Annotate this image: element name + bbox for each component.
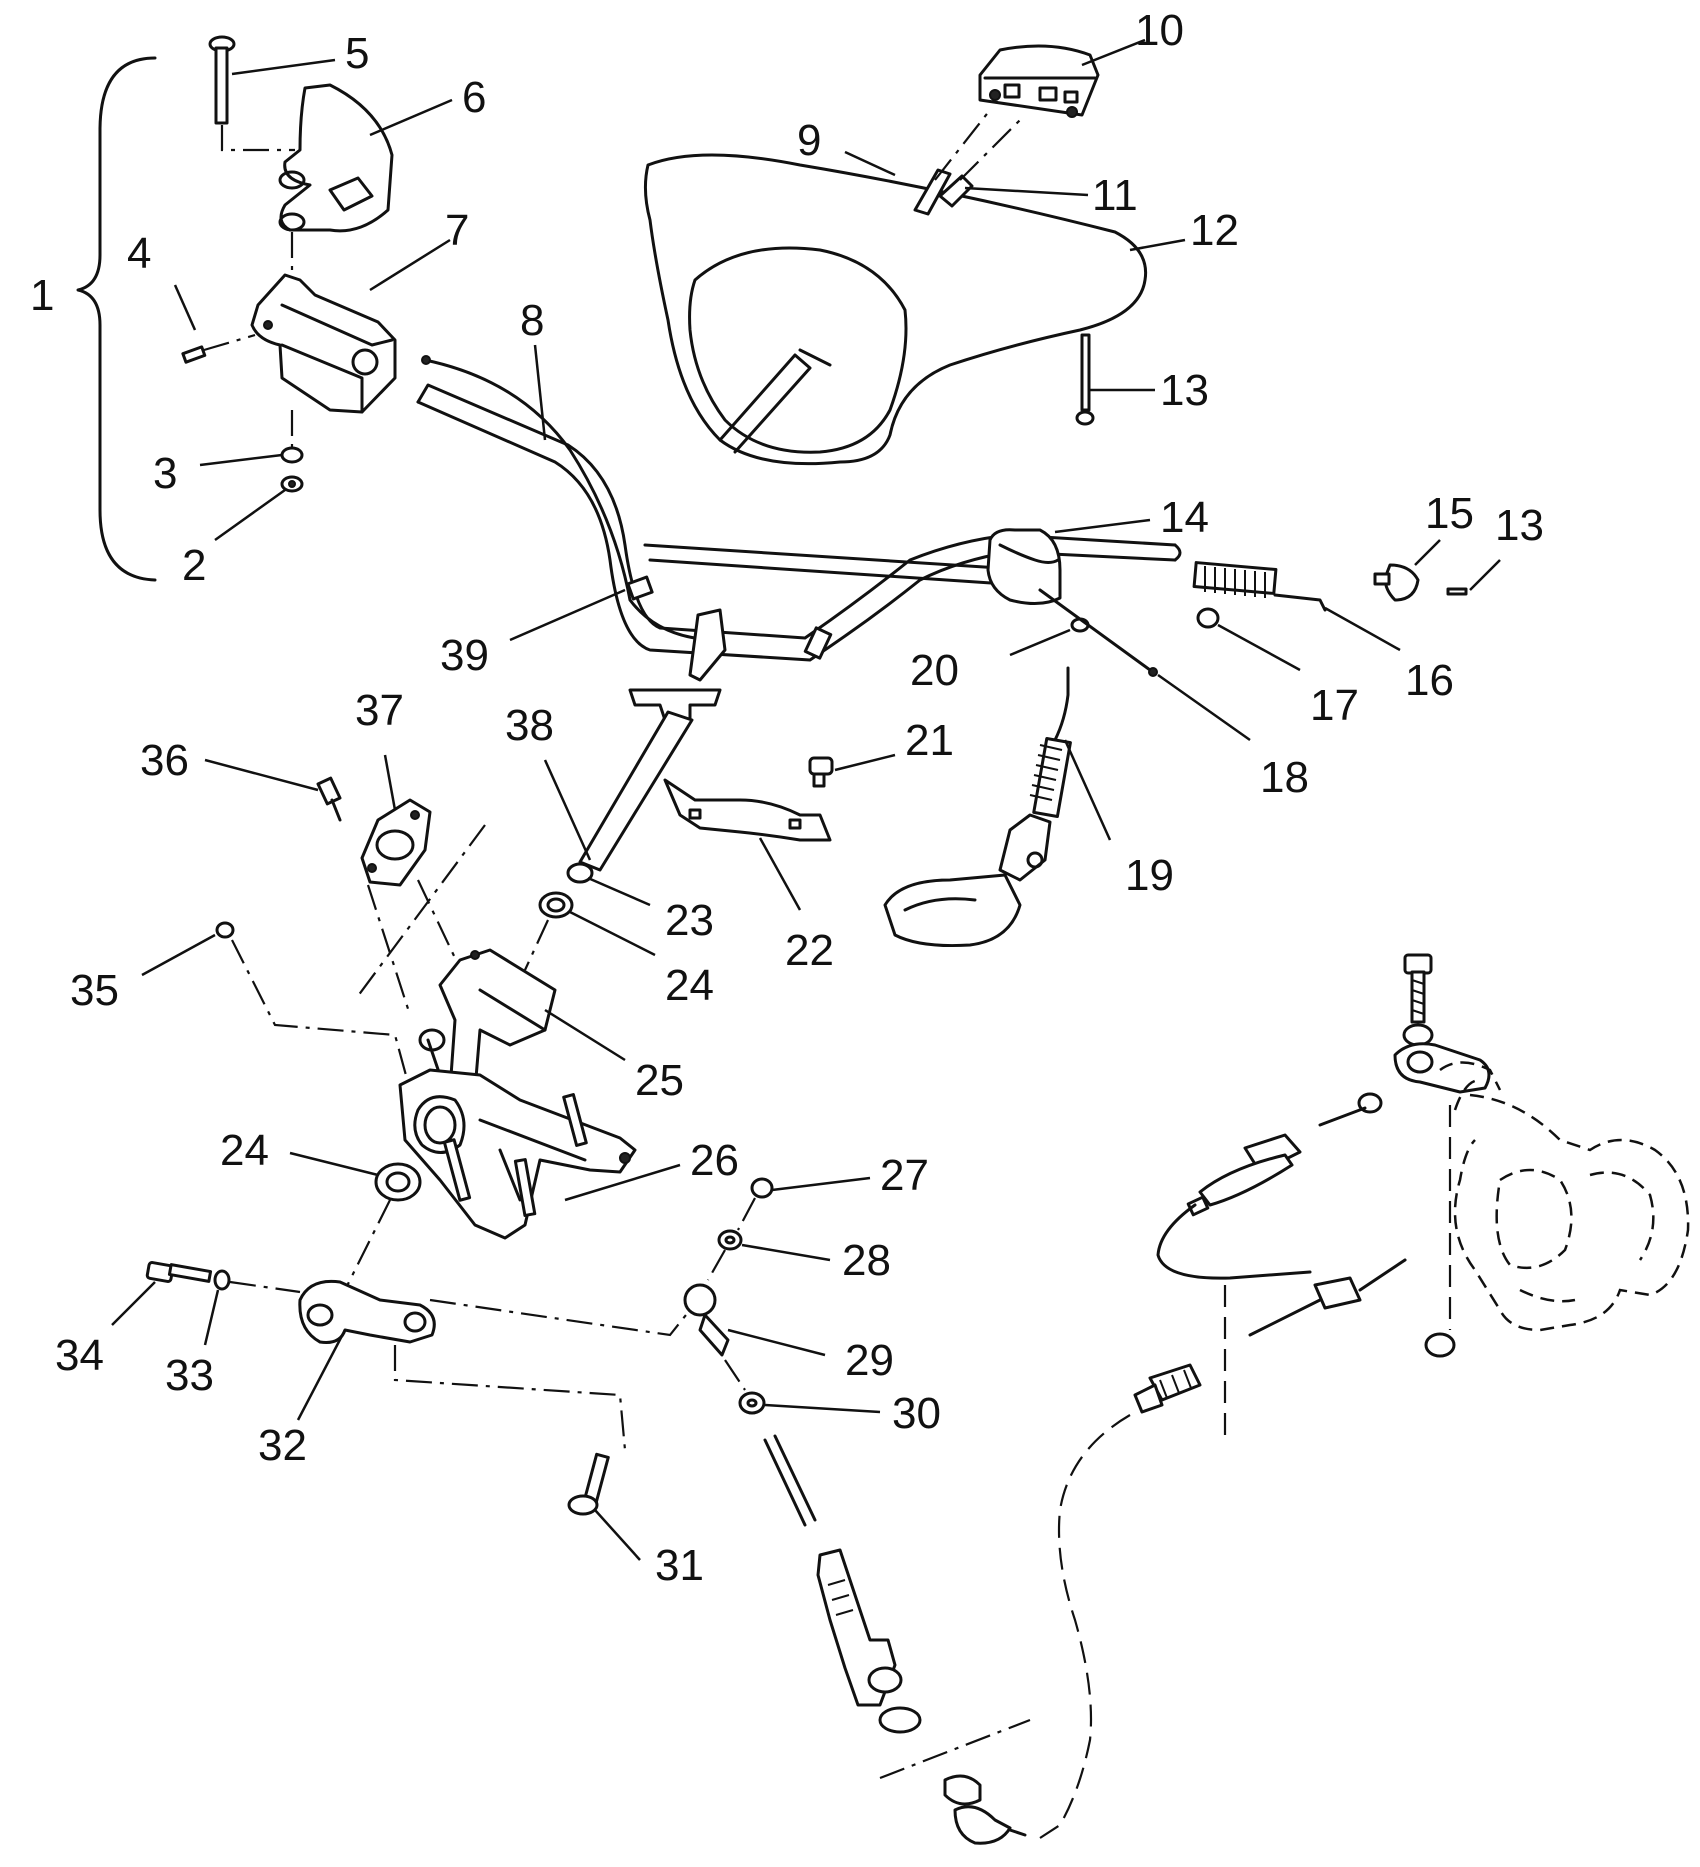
part-17-cap (1196, 607, 1220, 629)
part-21-screw (808, 756, 834, 788)
cable-clip-right (803, 626, 833, 660)
part-12-pad (643, 153, 1148, 466)
part-3-nut (280, 446, 304, 464)
part-13-pin-right (1446, 587, 1468, 596)
callout-13b: 13 (1495, 501, 1544, 550)
tie-rod-lower (763, 1434, 1027, 1845)
callout-21: 21 (905, 716, 954, 765)
callout-18: 18 (1260, 753, 1309, 802)
leader-lines (111, 38, 1501, 1561)
callout-2: 2 (182, 541, 206, 590)
part-6-bracket (278, 83, 394, 233)
part-9-strap (913, 168, 952, 216)
callout-26: 26 (690, 1136, 739, 1185)
callout-17: 17 (1310, 681, 1359, 730)
part-27-nut (750, 1177, 774, 1199)
callout-labels: 1 2 3 4 5 6 7 8 9 10 11 12 13 14 15 13 1… (30, 6, 1544, 1590)
callout-32: 32 (258, 1421, 307, 1470)
part-38-steering-post (578, 608, 727, 872)
part-15-knob (1373, 563, 1420, 602)
callout-14: 14 (1160, 493, 1209, 542)
part-34-bolt (145, 1261, 213, 1283)
part-31-bolt (567, 1452, 610, 1516)
part-29-tie-rod-end (683, 1283, 730, 1357)
callout-25: 25 (635, 1056, 684, 1105)
part-35-nut (215, 921, 235, 939)
part-5-bolt (208, 35, 236, 125)
part-25-block (418, 948, 557, 1092)
part-23-bushing (566, 862, 594, 884)
part-7-housing (250, 273, 397, 414)
callout-34: 34 (55, 1331, 104, 1380)
callout-28: 28 (842, 1236, 891, 1285)
callout-24: 24 (665, 961, 714, 1010)
callout-3: 3 (153, 449, 177, 498)
part-14-switch-housing (986, 528, 1062, 605)
part-22-plate (663, 778, 832, 842)
callout-13: 13 (1160, 366, 1209, 415)
callout-38: 38 (505, 701, 554, 750)
callout-36: 36 (140, 736, 189, 785)
callout-5: 5 (345, 29, 369, 78)
callout-10: 10 (1135, 6, 1184, 55)
callout-22: 22 (785, 926, 834, 975)
callout-19: 19 (1125, 851, 1174, 900)
callout-30: 30 (892, 1389, 941, 1438)
callout-27: 27 (880, 1151, 929, 1200)
part-24-bearing-top (538, 891, 574, 919)
callout-20: 20 (910, 646, 959, 695)
callout-39: 39 (440, 631, 489, 680)
part-18-screw (1038, 588, 1158, 677)
callout-33: 33 (165, 1351, 214, 1400)
part-37-flange (360, 798, 432, 887)
part-30-washer (738, 1391, 766, 1415)
part-39-clip (626, 575, 654, 601)
callout-16: 16 (1405, 656, 1454, 705)
callout-31: 31 (655, 1541, 704, 1590)
part-28-washer (717, 1229, 743, 1251)
linkage-assembly (1156, 953, 1491, 1358)
callout-12: 12 (1190, 206, 1239, 255)
group-brace (76, 56, 157, 582)
callout-6: 6 (462, 73, 486, 122)
part-2-washer (280, 475, 304, 493)
part-32-pitman-arm (298, 1279, 436, 1344)
cable-lower-right (1133, 1258, 1407, 1414)
part-19-throttle-lever (883, 666, 1072, 948)
part-26-bracket (398, 1068, 637, 1240)
part-4-screw (181, 345, 207, 364)
part-36-screw (316, 776, 342, 822)
callout-24b: 24 (220, 1126, 269, 1175)
engine-outline (1439, 1061, 1690, 1332)
callout-4: 4 (127, 229, 151, 278)
callout-7: 7 (445, 206, 469, 255)
part-13-pin-top (1075, 333, 1095, 426)
callout-1: 1 (30, 271, 54, 320)
part-11-mount (938, 174, 974, 208)
callout-8: 8 (520, 296, 544, 345)
part-33-washer (213, 1269, 231, 1291)
callout-23: 23 (665, 896, 714, 945)
handlebar (416, 383, 1182, 662)
part-10-switch-box (978, 44, 1100, 118)
part-24-bearing-bottom (374, 1162, 422, 1202)
callout-37: 37 (355, 686, 404, 735)
callout-11: 11 (1092, 171, 1138, 220)
callout-29: 29 (845, 1336, 894, 1385)
callout-35: 35 (70, 966, 119, 1015)
callout-15: 15 (1425, 489, 1474, 538)
part-16-spring (1192, 561, 1327, 612)
callout-9: 9 (797, 116, 821, 165)
